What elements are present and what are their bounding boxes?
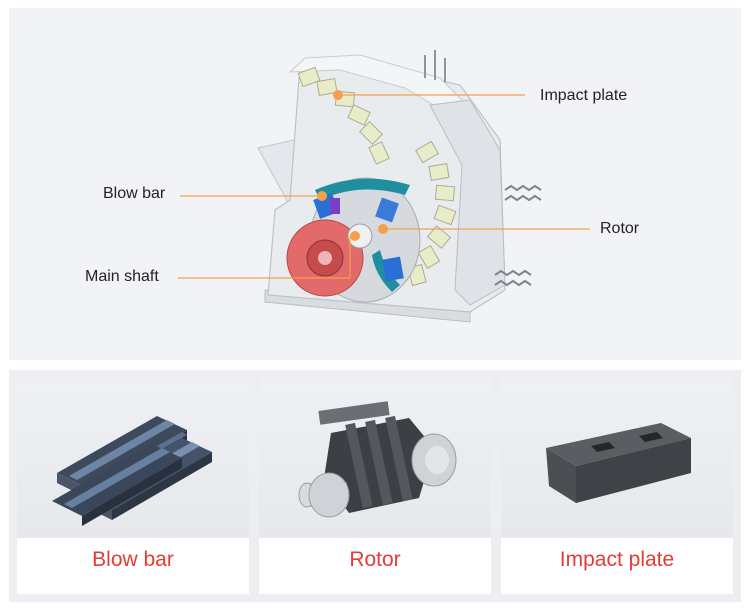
- part-label-rotor: Rotor: [349, 548, 401, 571]
- callout-label-main-shaft: Main shaft: [85, 268, 159, 285]
- callout-label-blow-bar: Blow bar: [103, 185, 166, 202]
- part-image-blow-bar: [17, 378, 249, 538]
- rotor-icon: [298, 401, 457, 518]
- part-card-rotor: Rotor: [259, 378, 491, 594]
- part-card-blow-bar: Blow bar: [17, 378, 249, 594]
- blow-bar-accent-upper: [315, 178, 410, 200]
- blow-bars-icon: [52, 416, 212, 526]
- lower-impact-liners: [407, 140, 457, 287]
- callout-label-rotor: Rotor: [600, 220, 640, 237]
- callout-dot-blow-bar: [317, 191, 327, 201]
- upper-impact-liners: [297, 66, 390, 165]
- impact-crusher-diagram: [178, 50, 590, 323]
- blow-bar-purple: [330, 198, 340, 214]
- part-card-impact-plate: Impact plate: [501, 378, 733, 594]
- right-housing: [429, 99, 506, 306]
- callout-dot-main-shaft: [350, 231, 360, 241]
- part-image-impact-plate: [501, 378, 733, 538]
- part-label-blow-bar: Blow bar: [92, 548, 174, 571]
- callout-dot-impact-plate: [333, 90, 343, 100]
- part-label-impact-plate: Impact plate: [559, 548, 675, 571]
- top-bolts: [424, 50, 446, 82]
- impact-plate-icon: [546, 423, 691, 503]
- adjusting-springs: [494, 184, 542, 287]
- callout-dot-rotor: [378, 224, 388, 234]
- blow-bar-block-3: [382, 256, 404, 282]
- part-image-rotor: [259, 378, 491, 538]
- blow-bar-block-2: [375, 197, 399, 223]
- callout-label-impact-plate: Impact plate: [540, 87, 628, 104]
- main-shaft-bore: [318, 251, 332, 265]
